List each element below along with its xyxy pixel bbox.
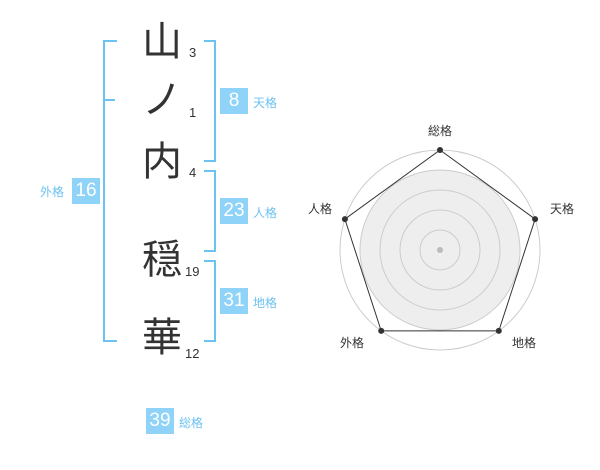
radar-axis-label-tenkaku: 天格 bbox=[550, 202, 575, 216]
radar-point bbox=[495, 327, 502, 334]
radar-axis-label-soukaku: 総格 bbox=[428, 124, 453, 138]
soukaku-label: 総格 bbox=[179, 416, 204, 430]
char-5: 華 bbox=[142, 315, 182, 361]
soukaku-value: 39 bbox=[146, 408, 174, 434]
jinkaku-label: 人格 bbox=[253, 206, 278, 220]
chikaku-value: 31 bbox=[220, 288, 248, 314]
gaikaku-label: 外格 bbox=[40, 185, 65, 199]
jinkaku-bracket bbox=[204, 170, 216, 252]
jinkaku-value: 23 bbox=[220, 198, 248, 224]
gaikaku-value: 16 bbox=[72, 178, 100, 204]
radar-axis-label-chikaku: 地格 bbox=[512, 336, 537, 350]
stroke-count-5: 12 bbox=[185, 346, 200, 361]
char-3: 内 bbox=[142, 139, 182, 185]
gaikaku-bracket bbox=[103, 40, 117, 342]
stroke-count-4: 19 bbox=[185, 264, 200, 279]
radar-center-dot bbox=[437, 247, 443, 253]
radar-axis-label-gaikaku: 外格 bbox=[340, 336, 365, 350]
stroke-count-2: 1 bbox=[189, 105, 197, 120]
stroke-count-1: 3 bbox=[189, 45, 197, 60]
radar-polygon bbox=[344, 149, 536, 332]
char-1: 山 bbox=[142, 19, 182, 65]
chikaku-label: 地格 bbox=[253, 296, 278, 310]
char-2: ノ bbox=[142, 77, 182, 123]
tenkaku-bracket bbox=[204, 40, 216, 162]
radar-point bbox=[341, 216, 348, 223]
radar-ring bbox=[419, 229, 461, 271]
chikaku-bracket bbox=[204, 260, 216, 342]
char-4: 穏 bbox=[142, 237, 182, 283]
radar-points bbox=[341, 147, 539, 334]
tenkaku-label: 天格 bbox=[253, 96, 278, 110]
radar-ring bbox=[379, 189, 501, 311]
radar-point bbox=[437, 147, 443, 153]
tenkaku-value: 8 bbox=[220, 88, 248, 114]
gaikaku-bracket-tick bbox=[105, 99, 115, 101]
radar-point bbox=[532, 216, 539, 223]
radar-ring bbox=[399, 209, 481, 291]
stroke-count-3: 4 bbox=[189, 165, 197, 180]
radar-point bbox=[378, 327, 385, 334]
radar-axis-label-jinkaku: 人格 bbox=[308, 202, 333, 216]
